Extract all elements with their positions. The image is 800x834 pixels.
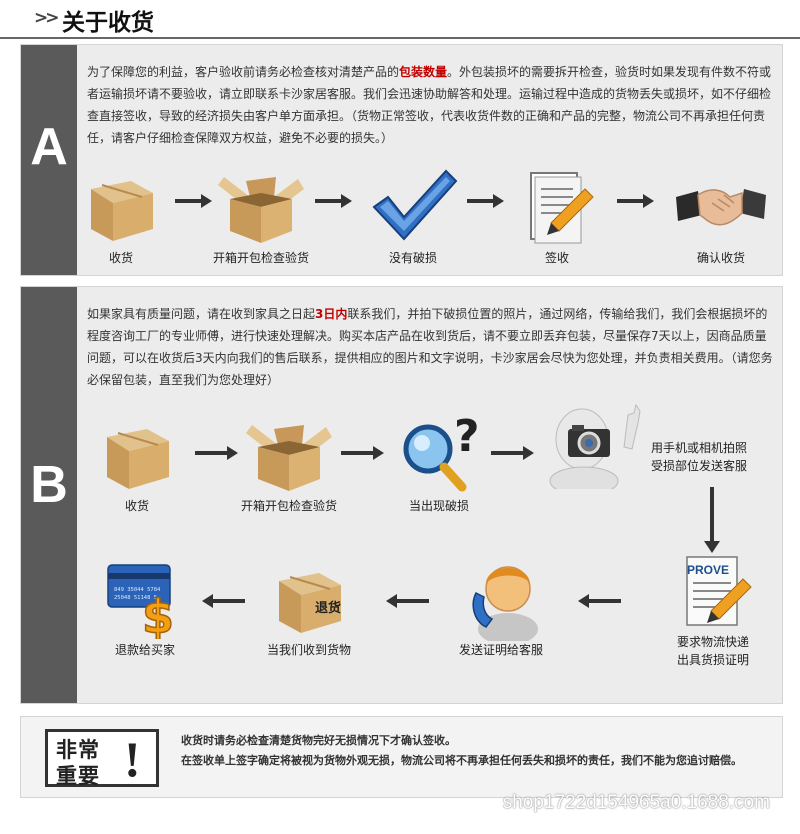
step-b-damage-found-label: 当出现破损 [408, 499, 469, 513]
important-badge-line2: 重要 [56, 764, 100, 788]
arrow-right-icon [467, 194, 504, 208]
notice-text: 收货时请务必检查清楚货物完好无损情况下才确认签收。 在签收单上签字确定将被视为货… [181, 731, 771, 771]
exclamation-icon: ! [124, 731, 141, 787]
section-b-text-1: 如果家具有质量问题，请在收到家具之日起 [87, 307, 316, 321]
step-b-damage-certificate-label: 要求物流快递 出具货损证明 [653, 633, 773, 669]
step-b-send-proof-label: 发送证明给客服 [458, 643, 543, 657]
step-b-open-inspect: 开箱开包检查验货 [229, 415, 349, 515]
section-a-paragraph: 为了保障您的利益，客户验收前请务必检查核对清楚产品的包装数量。外包装损坏的需要拆… [87, 61, 777, 149]
arrow-right-icon [315, 194, 352, 208]
customer-service-icon [441, 553, 561, 641]
step-a-sign: 签收 [497, 167, 617, 267]
page-title: 关于收货 [62, 10, 154, 36]
arrow-right-icon [491, 446, 534, 460]
section-b-highlight: 3日内 [315, 307, 348, 321]
svg-text:25048 51148 5: 25048 51148 5 [114, 595, 157, 601]
step-b-goods-received: 退货 当我们收到货物 [249, 559, 369, 659]
step-a-open-inspect-label: 开箱开包检查验货 [212, 251, 309, 265]
section-b-letter-column: B [21, 287, 77, 703]
svg-text:$: $ [142, 590, 174, 639]
step-b-refund-label: 退款给买家 [114, 643, 175, 657]
section-a-highlight: 包装数量 [399, 65, 448, 79]
step-b-photo-label-line1: 用手机或相机拍照 [651, 441, 748, 455]
section-a-text-2: 。外包装损坏的需要拆开检查，验货时如果发现有件数不符或者运输损坏请不要验收，请立… [87, 65, 772, 145]
handshake-icon [661, 167, 781, 249]
step-a-no-damage: 没有破损 [353, 167, 473, 267]
magnifier-question-icon: ? [379, 415, 499, 497]
arrow-right-icon [617, 194, 654, 208]
arrow-left-icon [578, 594, 621, 608]
notice-line-1: 收货时请务必检查清楚货物完好无损情况下才确认签收。 [181, 734, 456, 747]
step-b-receive: 收货 [77, 415, 197, 515]
step-b-open-inspect-label: 开箱开包检查验货 [240, 499, 337, 513]
step-b-photo-label-line2: 受损部位发送客服 [651, 459, 748, 473]
step-a-confirm: 确认收货 [661, 167, 781, 267]
svg-text:?: ? [454, 415, 480, 462]
arrow-right-icon [341, 446, 384, 460]
title-bar: >> 关于收货 [0, 0, 800, 39]
prove-document-icon: PROVE [653, 553, 773, 633]
section-b-letter: B [30, 456, 68, 514]
arrow-right-icon [175, 194, 212, 208]
section-a-letter: A [30, 118, 68, 176]
section-a-text-1: 为了保障您的利益，客户验收前请务必检查核对清楚产品的 [87, 65, 400, 79]
check-mark-icon [353, 167, 473, 249]
double-chevron-icon: >> [34, 8, 59, 28]
shop-watermark: shop1722d154965a0.1688.com [502, 792, 770, 813]
step-b-refund: 849 35044 5784 25048 51148 5 $ 退款给买家 [85, 559, 205, 659]
notice-line-2: 在签收单上签字确定将被视为货物外观无损，物流公司将不再承担任何丢失和损坏的责任，… [181, 754, 742, 767]
step-b-send-proof: 发送证明给客服 [441, 553, 561, 659]
return-box-icon: 退货 [249, 559, 369, 641]
step-a-open-inspect: 开箱开包检查验货 [201, 167, 321, 267]
credit-card-dollar-icon: 849 35044 5784 25048 51148 5 $ [85, 559, 205, 641]
closed-box-icon [77, 415, 197, 497]
section-b-text-2: 联系我们，并拍下破损位置的照片，通过网络，传输给我们，我们会根据损坏的程度咨询工… [87, 307, 773, 387]
open-box-icon [201, 167, 321, 249]
prove-text: PROVE [687, 563, 730, 577]
section-a-panel: A 为了保障您的利益，客户验收前请务必检查核对清楚产品的包装数量。外包装损坏的需… [20, 44, 783, 276]
title-divider [0, 37, 800, 39]
arrow-left-icon [386, 594, 429, 608]
section-a-letter-column: A [21, 45, 77, 275]
step-a-receive-label: 收货 [108, 251, 133, 265]
step-b-damage-found: ? 当出现破损 [379, 415, 499, 515]
person-camera-icon [537, 399, 657, 489]
step-b-certificate-label-line2: 出具货损证明 [676, 653, 749, 667]
step-a-no-damage-label: 没有破损 [388, 251, 437, 265]
step-b-goods-received-label: 当我们收到货物 [266, 643, 351, 657]
step-a-receive: 收货 [61, 167, 181, 267]
section-b-paragraph: 如果家具有质量问题，请在收到家具之日起3日内联系我们，并拍下破损位置的照片，通过… [87, 303, 777, 391]
step-b-damage-certificate: PROVE 要求物流快递 出具货损证明 [653, 553, 773, 669]
open-box-icon [229, 415, 349, 497]
arrow-left-icon [202, 594, 245, 608]
section-b-panel: B 如果家具有质量问题，请在收到家具之日起3日内联系我们，并拍下破损位置的照片，… [20, 286, 783, 704]
step-b-photo-label: 用手机或相机拍照 受损部位发送客服 [651, 439, 771, 475]
important-badge-line1: 非常 [56, 738, 100, 762]
step-b-receive-label: 收货 [124, 499, 149, 513]
return-box-text: 退货 [315, 601, 342, 616]
closed-box-icon [61, 167, 181, 249]
svg-text:849 35044 5784: 849 35044 5784 [114, 587, 161, 593]
arrow-down-icon [704, 487, 720, 553]
step-b-certificate-label-line1: 要求物流快递 [676, 635, 749, 649]
important-notice-panel: 非常 重要 ! 收货时请务必检查清楚货物完好无损情况下才确认签收。 在签收单上签… [20, 716, 783, 798]
arrow-right-icon [195, 446, 238, 460]
step-a-sign-label: 签收 [544, 251, 569, 265]
step-a-confirm-label: 确认收货 [696, 251, 745, 265]
sign-document-icon [497, 167, 617, 249]
step-b-photo [537, 399, 657, 489]
important-badge: 非常 重要 ! [45, 729, 159, 788]
